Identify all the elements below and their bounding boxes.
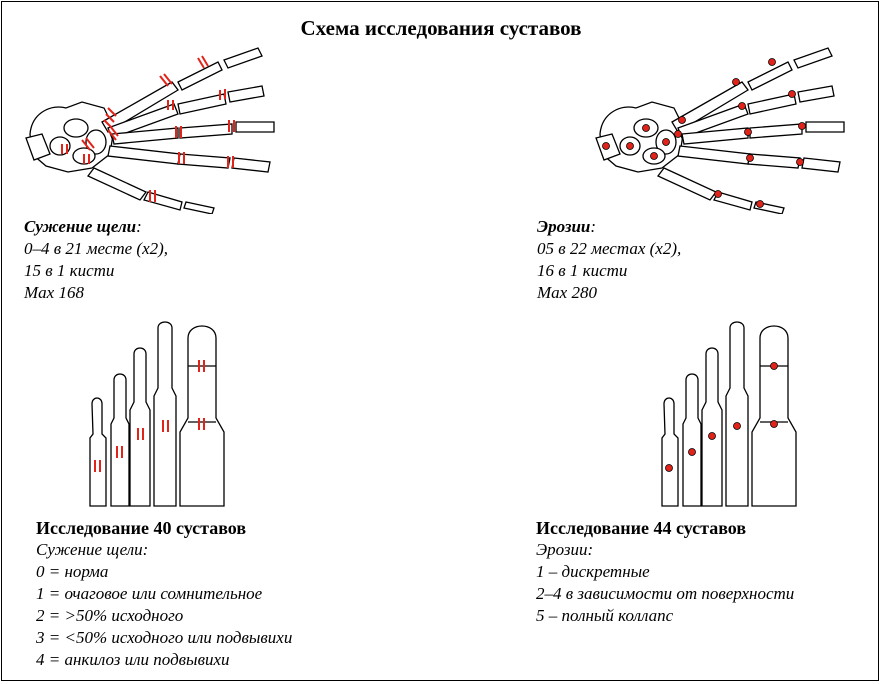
- narrowing-grade-3: 3 = <50% исходного или подвывихи: [36, 627, 292, 649]
- erosion-grade-5: 5 – полный коллапс: [536, 605, 794, 627]
- narrowing-grade-2: 2 = >50% исходного: [36, 605, 292, 627]
- hand-bones: [26, 48, 274, 214]
- narrowing-heading: Сужение щели: [24, 217, 136, 236]
- narrowing-legend-subheading: Сужение щели:: [36, 539, 292, 561]
- erosion-legend-heading: Исследование 44 суставов: [536, 517, 794, 539]
- narrowing-legend: Исследование 40 суставов Сужение щели: 0…: [36, 517, 292, 671]
- narrowing-hand-notes: Сужение щели: 0–4 в 21 месте (х2), 15 в …: [24, 216, 168, 304]
- erosion-legend: Исследование 44 суставов Эрозии: 1 – дис…: [536, 517, 794, 627]
- erosion-line-3: Max 280: [537, 282, 681, 304]
- foot-bones: [90, 322, 224, 506]
- narrowing-legend-heading: Исследование 40 суставов: [36, 517, 292, 539]
- colon: :: [136, 217, 142, 236]
- narrowing-grade-4: 4 = анкилоз или подвывихи: [36, 649, 292, 671]
- hand-erosions-illustration: [592, 42, 862, 214]
- narrowing-grade-1: 1 = очаговое или сомнительное: [36, 583, 292, 605]
- foot-bones-right: [662, 322, 796, 506]
- colon: :: [590, 217, 596, 236]
- hand-narrowing-illustration: [22, 42, 292, 214]
- narrowing-line-1: 0–4 в 21 месте (х2),: [24, 238, 168, 260]
- erosion-line-2: 16 в 1 кисти: [537, 260, 681, 282]
- figure-title: Схема исследования суставов: [0, 16, 882, 41]
- erosion-heading: Эрозии: [537, 217, 590, 236]
- foot-narrowing-illustration: [84, 318, 230, 510]
- foot-erosions-illustration: [656, 318, 802, 510]
- erosion-grade-1: 1 – дискретные: [536, 561, 794, 583]
- hand-bones-right: [596, 48, 844, 214]
- erosion-grade-2-4: 2–4 в зависимости от поверхности: [536, 583, 794, 605]
- narrowing-line-2: 15 в 1 кисти: [24, 260, 168, 282]
- erosion-legend-subheading: Эрозии:: [536, 539, 794, 561]
- narrowing-grade-0: 0 = норма: [36, 561, 292, 583]
- narrowing-line-3: Max 168: [24, 282, 168, 304]
- erosion-line-1: 05 в 22 местах (х2),: [537, 238, 681, 260]
- erosion-hand-notes: Эрозии: 05 в 22 местах (х2), 16 в 1 кист…: [537, 216, 681, 304]
